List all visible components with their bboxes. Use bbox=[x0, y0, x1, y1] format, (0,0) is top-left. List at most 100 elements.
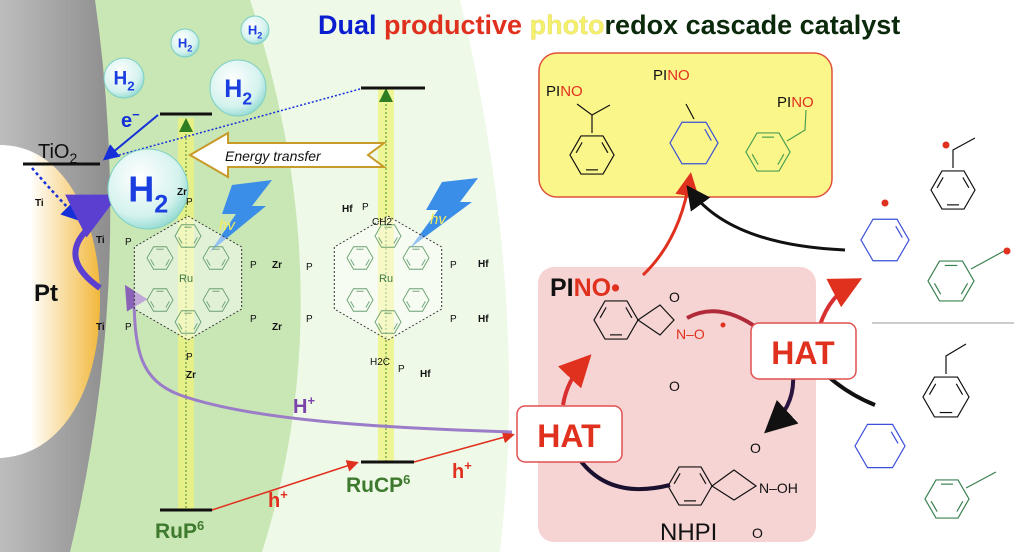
h2-bubble: H2 bbox=[107, 148, 189, 230]
hf-atom-label: Hf bbox=[478, 314, 489, 325]
title: Dual productive photoredox cascade catal… bbox=[318, 10, 900, 40]
title-word-rest: redox cascade catalyst bbox=[605, 10, 901, 40]
rucp6-label: RuCP6 bbox=[346, 472, 410, 497]
hv-label: hv bbox=[219, 217, 236, 234]
h2-label: H2 bbox=[114, 69, 135, 94]
energy-transfer-arrow bbox=[188, 131, 387, 179]
ring-structure bbox=[202, 288, 230, 312]
energy-transfer-label: Energy transfer bbox=[225, 148, 322, 164]
ring-structure bbox=[860, 218, 910, 262]
p-atom-label: P bbox=[398, 364, 405, 375]
ring-structure bbox=[924, 479, 970, 519]
p-atom-label: P bbox=[362, 202, 369, 213]
hat-box-left: HAT bbox=[516, 405, 623, 463]
carbonyl-o-label: O bbox=[669, 378, 680, 394]
h2-label: H2 bbox=[248, 23, 262, 41]
ring-structure bbox=[346, 246, 374, 270]
h2-bubble: H2 bbox=[103, 57, 145, 99]
molecule-structures bbox=[569, 103, 1011, 519]
pino-radical-label: PINO• bbox=[550, 274, 620, 302]
p-atom-label: P bbox=[125, 322, 132, 333]
ru-atom-label: Ru bbox=[179, 273, 193, 285]
ring-structure bbox=[174, 224, 202, 248]
ru-polypyridyl-complex: Ru bbox=[333, 215, 443, 341]
ring-structure bbox=[346, 288, 374, 312]
title-word-photo: photo bbox=[530, 10, 605, 40]
radical-dot bbox=[720, 322, 726, 328]
pt-label: Pt bbox=[34, 280, 58, 307]
zr-atom-label: Zr bbox=[272, 322, 282, 333]
pino-n-o-label: N–O bbox=[676, 326, 705, 342]
p-atom-label: P bbox=[450, 260, 457, 271]
lightning-icon: hv bbox=[410, 178, 478, 248]
proton-transfer-arrow bbox=[124, 284, 513, 434]
h2-label: H2 bbox=[178, 36, 192, 54]
hole-label: h+ bbox=[268, 487, 288, 512]
nhpi-n-oh-label: N–OH bbox=[759, 480, 798, 496]
hat-label: HAT bbox=[537, 418, 601, 454]
hf-atom-label: Hf bbox=[342, 204, 353, 215]
ring-structure bbox=[202, 246, 230, 270]
radical-dot bbox=[1003, 247, 1011, 255]
carbonyl-o-label: O bbox=[669, 289, 680, 305]
hole-transfer-arrow bbox=[413, 431, 515, 463]
tio2-label: TiO2 bbox=[38, 141, 77, 166]
ti-atom-label: Ti bbox=[96, 322, 105, 333]
radical-dot bbox=[942, 141, 950, 149]
hf-atom-label: Hf bbox=[420, 369, 431, 380]
ru-polypyridyl-complex: Ru bbox=[133, 215, 243, 341]
electron-injection-arrow bbox=[102, 114, 159, 161]
hat-label: HAT bbox=[771, 335, 835, 371]
ring-structure bbox=[927, 260, 975, 302]
ring-structure bbox=[402, 288, 430, 312]
ring-structure bbox=[402, 246, 430, 270]
h2-evolution-arrow bbox=[65, 194, 119, 291]
carbonyl-o-label: O bbox=[750, 440, 761, 456]
radical-dot bbox=[881, 199, 889, 207]
p-atom-label: P bbox=[186, 197, 193, 208]
zr-atom-label: Zr bbox=[186, 370, 196, 381]
electron-label: e− bbox=[121, 107, 140, 132]
excitation-arrow-icon bbox=[179, 118, 193, 132]
h2-bubble: H2 bbox=[240, 15, 270, 45]
title-word-dual: Dual bbox=[318, 10, 377, 40]
rucp6-excitation-glow bbox=[378, 88, 394, 462]
hat-to-radical-arrow bbox=[818, 278, 863, 326]
carbonyl-o-label: O bbox=[752, 525, 763, 541]
hv-label: hv bbox=[430, 211, 447, 228]
cycle-arrow-to-pino bbox=[557, 354, 592, 406]
cycle-arc-top bbox=[686, 309, 762, 332]
hf-atom-label: Hf bbox=[478, 259, 489, 270]
cycle-arrow-to-nhpi bbox=[764, 375, 799, 434]
proton-label: H+ bbox=[293, 393, 315, 418]
title-word-productive: productive bbox=[384, 10, 522, 40]
ring-structure bbox=[593, 300, 639, 340]
excitation-arrow-icon bbox=[379, 88, 393, 102]
ring-structure bbox=[854, 423, 906, 469]
p-atom-label: P bbox=[250, 260, 257, 271]
ti-atom-label: Ti bbox=[96, 235, 105, 246]
ring-structure bbox=[922, 376, 970, 418]
ti-atom-label: Ti bbox=[35, 198, 44, 209]
h2-label: H2 bbox=[224, 75, 252, 109]
zr-atom-label: Zr bbox=[272, 260, 282, 271]
product-label-cyclohexene: PINO bbox=[653, 67, 690, 84]
ring-structure bbox=[146, 288, 174, 312]
lightning-icon: hv bbox=[210, 180, 272, 252]
p-atom-label: P bbox=[306, 314, 313, 325]
p-atom-label: P bbox=[306, 262, 313, 273]
h2-bubble: H2 bbox=[170, 28, 200, 58]
ring-structure bbox=[669, 121, 719, 165]
zr-atom-label: Zr bbox=[177, 187, 187, 198]
rup6-label: RuP6 bbox=[155, 518, 204, 543]
product-label-toluene: PINO bbox=[777, 94, 814, 111]
p-atom-label: P bbox=[450, 314, 457, 325]
ring-structure bbox=[930, 170, 976, 210]
ring-structure bbox=[569, 135, 615, 175]
ring-structure bbox=[374, 310, 402, 334]
hole-label: h+ bbox=[452, 458, 472, 483]
p-atom-label: P bbox=[125, 237, 132, 248]
h2-bubble: H2 bbox=[209, 59, 267, 117]
